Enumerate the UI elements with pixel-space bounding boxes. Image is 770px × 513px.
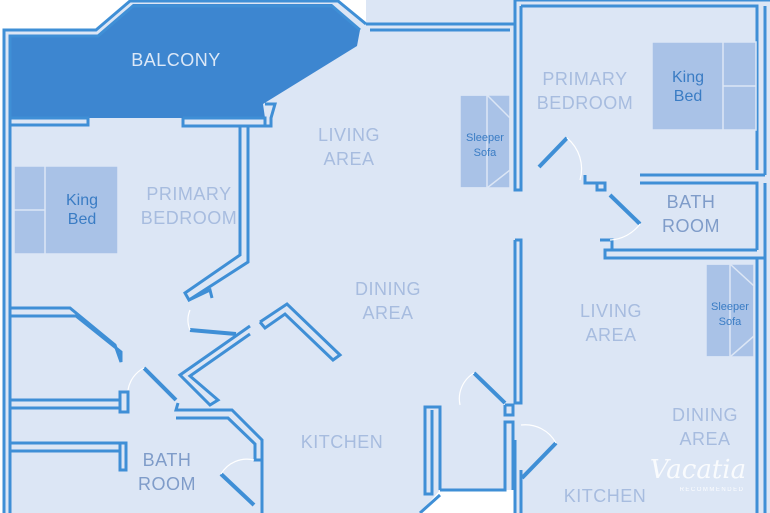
right-bed-label-2: Bed — [674, 88, 702, 105]
right-king-bed: King Bed — [651, 41, 757, 131]
center-sofa-label-1: Sleeper — [466, 132, 504, 144]
right-bath-label-1: BATH — [667, 192, 716, 212]
balcony-label: BALCONY — [131, 50, 221, 70]
doors — [127, 136, 642, 507]
room-labels: BALCONY PRIMARY BEDROOM LIVING AREA DINI… — [131, 50, 738, 506]
right-dining-label-1: DINING — [672, 405, 738, 425]
watermark-tagline: RECOMMENDED — [680, 487, 745, 493]
right-bedroom-label-1: PRIMARY — [542, 69, 627, 89]
left-king-bed: King Bed — [13, 165, 119, 255]
center-divider-walls — [418, 238, 523, 513]
left-bedroom-label-1: PRIMARY — [146, 184, 231, 204]
vacatia-watermark: Vacatia RECOMMENDED — [650, 455, 746, 493]
right-sleeper-sofa: Sleeper Sofa — [705, 263, 755, 358]
right-living-label-1: LIVING — [580, 301, 642, 321]
living-label-1: LIVING — [318, 125, 380, 145]
center-sleeper-sofa: Sleeper Sofa — [459, 94, 511, 189]
left-bedroom-label-2: BEDROOM — [141, 208, 238, 228]
dining-label-1: DINING — [355, 279, 421, 299]
right-living-label-2: AREA — [585, 325, 636, 345]
left-bed-label-1: King — [66, 192, 98, 209]
right-sofa-label-2: Sofa — [719, 316, 743, 328]
left-bath-label-2: ROOM — [138, 474, 196, 494]
right-bath-walls — [583, 173, 767, 513]
left-bed-label-2: Bed — [68, 211, 96, 228]
living-label-2: AREA — [323, 149, 374, 169]
center-sofa-label-2: Sofa — [474, 147, 498, 159]
right-dining-label-2: AREA — [679, 429, 730, 449]
kitchen-label: KITCHEN — [301, 432, 384, 452]
floor-area — [4, 0, 770, 513]
right-kitchen-label: KITCHEN — [564, 486, 647, 506]
right-bedroom-label-2: BEDROOM — [537, 93, 634, 113]
right-sofa-label-1: Sleeper — [711, 301, 749, 313]
kitchen-walls — [10, 302, 343, 513]
balcony-area — [10, 4, 360, 118]
right-bed-label-1: King — [672, 69, 704, 86]
right-bath-label-2: ROOM — [662, 216, 720, 236]
dining-label-2: AREA — [362, 303, 413, 323]
left-bath-label-1: BATH — [143, 450, 192, 470]
watermark-brand: Vacatia — [650, 455, 746, 485]
left-bedroom-walls — [10, 102, 277, 363]
